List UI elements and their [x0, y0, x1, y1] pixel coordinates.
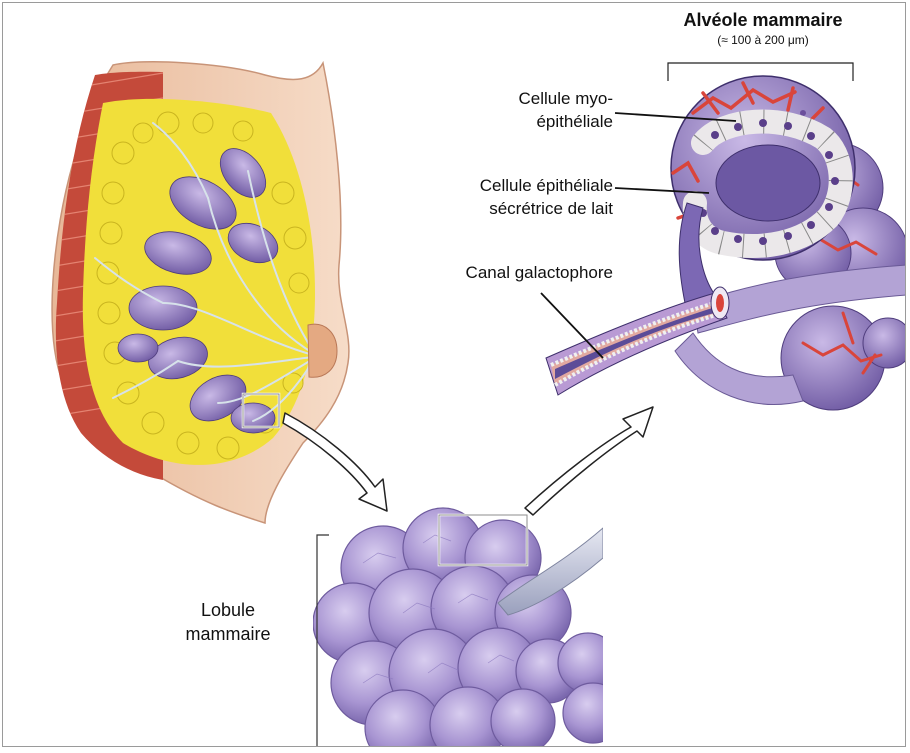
arrow-to-alveolus — [525, 407, 653, 515]
label-lactiferous-duct: Canal galactophore — [403, 261, 613, 284]
label-epithelial-line2: sécrétrice de lait — [423, 197, 613, 220]
label-epithelial-line1: Cellule épithéliale — [423, 174, 613, 197]
alveolus-title: Alvéole mammaire — [653, 9, 873, 32]
label-myoepithelial-line2: épithéliale — [473, 110, 613, 133]
arrow-to-lobule — [283, 413, 387, 511]
lobule-cluster — [313, 508, 623, 747]
label-myoepithelial-line1: Cellule myo- — [473, 87, 613, 110]
mammary-gland-illustration — [3, 3, 906, 747]
alveolus-size: (≈ 100 à 200 μm) — [653, 32, 873, 48]
label-lobule-line2: mammaire — [173, 623, 283, 646]
breast-cross-section — [43, 62, 349, 523]
label-lobule-line1: Lobule — [173, 599, 283, 622]
duct-cross-section-wall — [716, 294, 724, 312]
